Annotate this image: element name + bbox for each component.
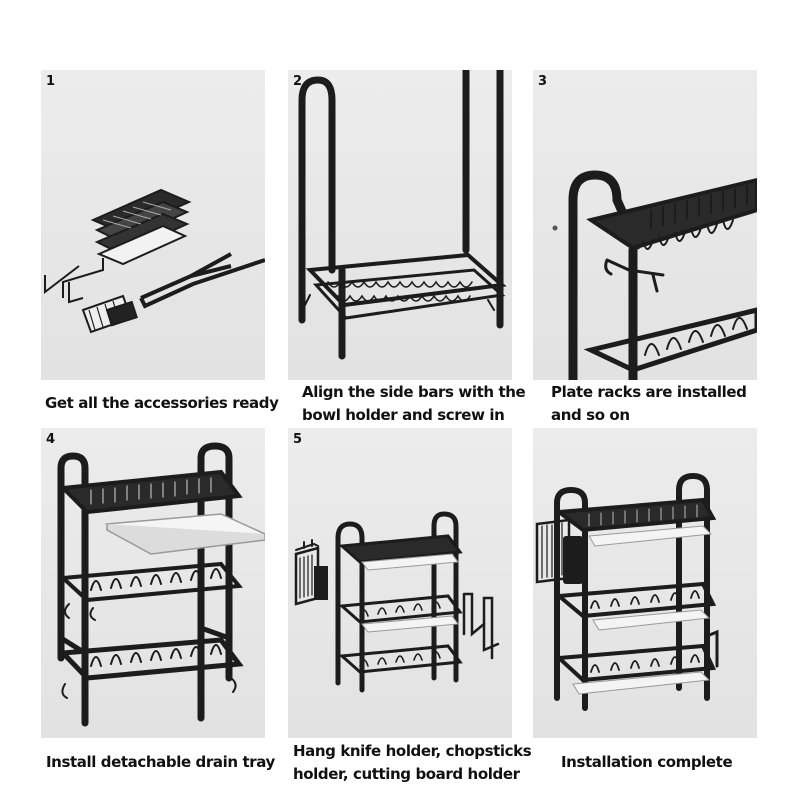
step-3-image: 3 bbox=[533, 70, 757, 380]
caption-line: Plate racks are installed bbox=[551, 383, 747, 401]
step-number: 2 bbox=[293, 74, 303, 89]
step-2-image: 2 bbox=[288, 70, 512, 380]
caption-line: Align the side bars with the bbox=[302, 383, 526, 401]
step-3-caption: Plate racks are installed and so on bbox=[551, 381, 747, 427]
step-number: 3 bbox=[538, 74, 548, 89]
side-bars-illustration bbox=[298, 70, 507, 360]
caption-line: Install detachable drain tray bbox=[46, 753, 275, 771]
caption-line: Installation complete bbox=[561, 753, 733, 771]
step-6-caption: Installation complete bbox=[561, 751, 733, 774]
knife-holder-illustration bbox=[294, 511, 500, 693]
step-1-caption: Get all the accessories ready bbox=[45, 392, 279, 415]
step-5-image: 5 bbox=[288, 428, 512, 738]
accessories-illustration bbox=[44, 188, 265, 334]
step-number: 4 bbox=[46, 432, 56, 447]
caption-line: holder, cutting board holder bbox=[293, 765, 520, 783]
step-5-caption: Hang knife holder, chopsticks holder, cu… bbox=[293, 740, 532, 786]
step-number: 1 bbox=[46, 74, 56, 89]
caption-line: Get all the accessories ready bbox=[45, 394, 279, 412]
step-number: 5 bbox=[293, 432, 303, 447]
step-4-image: 4 bbox=[41, 428, 265, 738]
plate-racks-illustration bbox=[552, 170, 757, 380]
complete-rack-illustration bbox=[535, 472, 719, 711]
caption-line: Hang knife holder, chopsticks bbox=[293, 742, 532, 760]
step-1-image: 1 bbox=[41, 70, 265, 380]
drain-tray-illustration bbox=[57, 442, 265, 727]
caption-line: and so on bbox=[551, 406, 630, 424]
step-2-caption: Align the side bars with the bowl holder… bbox=[302, 381, 526, 427]
step-6-image bbox=[533, 428, 757, 738]
step-4-caption: Install detachable drain tray bbox=[46, 751, 275, 774]
caption-line: bowl holder and screw in bbox=[302, 406, 505, 424]
